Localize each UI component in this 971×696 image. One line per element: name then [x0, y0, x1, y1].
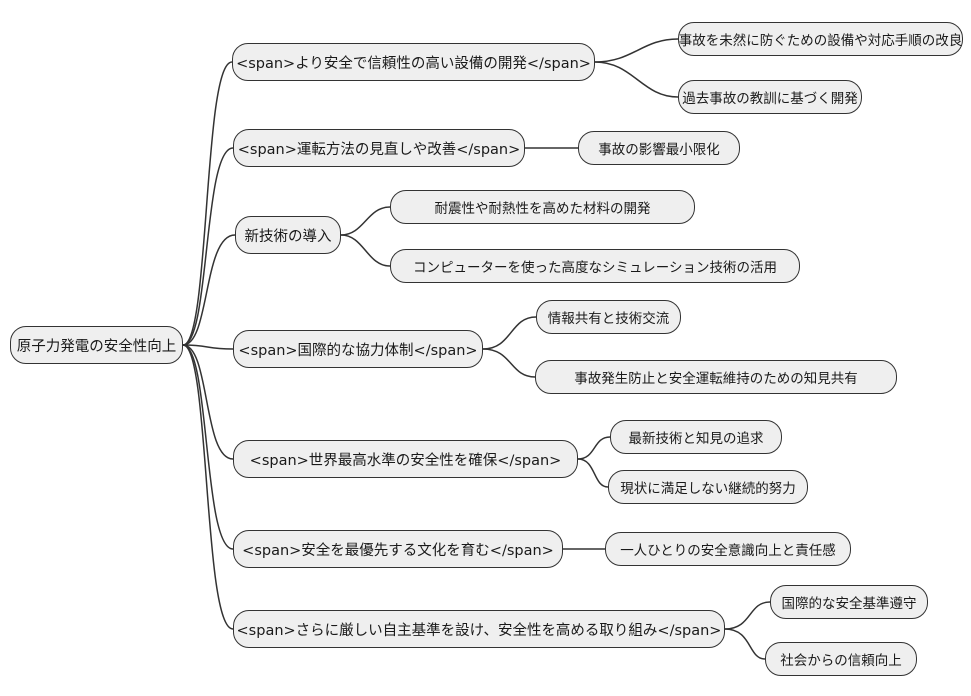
node-strict-voluntary-standards: <span>さらに厳しい自主基準を設け、安全性を高める取り組み</span> [233, 610, 725, 648]
edge-branch5-child2 [577, 458, 609, 488]
node-pursuit-latest-tech: 最新技術と知見の追求 [610, 420, 782, 454]
node-operation-review-improvement: <span>運転方法の見直しや改善</span> [233, 129, 525, 167]
edge-branch4-child1 [482, 316, 537, 350]
edge-branch3-child2 [340, 234, 391, 267]
edge-branch5-child1 [577, 436, 611, 460]
node-new-technology-introduction: 新技術の導入 [235, 216, 341, 254]
edge-root-branch6 [182, 344, 234, 550]
edge-branch1-child2 [594, 61, 679, 98]
edge-branch3-child1 [340, 206, 391, 236]
node-info-sharing-tech-exchange: 情報共有と技術交流 [536, 300, 681, 334]
node-lessons-from-past-accidents: 過去事故の教訓に基づく開発 [678, 80, 862, 114]
edge-root-branch3 [182, 234, 236, 346]
edge-branch7-child1 [724, 601, 771, 630]
node-individual-awareness-responsibility: 一人ひとりの安全意識向上と責任感 [605, 532, 851, 566]
node-safety-first-culture: <span>安全を最優先する文化を育む</span> [233, 530, 563, 568]
node-knowledge-sharing-safe-operation: 事故発生防止と安全運転維持のための知見共有 [535, 360, 897, 394]
node-root-nuclear-safety: 原子力発電の安全性向上 [10, 326, 183, 364]
node-international-cooperation: <span>国際的な協力体制</span> [233, 330, 483, 368]
edge-branch4-child2 [482, 348, 536, 378]
edge-root-branch1 [182, 61, 233, 346]
node-safer-equipment-development: <span>より安全で信頼性の高い設備の開発</span> [232, 43, 595, 81]
edge-branch7-child2 [724, 628, 766, 660]
node-world-class-safety: <span>世界最高水準の安全性を確保</span> [233, 440, 578, 478]
node-computer-simulation: コンピューターを使った高度なシミュレーション技術の活用 [390, 249, 800, 283]
node-public-trust: 社会からの信頼向上 [765, 642, 917, 676]
edge-root-branch7 [182, 344, 234, 630]
node-accident-prevention-improvements: 事故を未然に防ぐための設備や対応手順の改良 [678, 22, 963, 56]
node-minimize-accident-impact: 事故の影響最小限化 [578, 131, 740, 165]
node-continuous-effort: 現状に満足しない継続的努力 [608, 470, 808, 504]
node-international-standards-compliance: 国際的な安全基準遵守 [770, 585, 928, 619]
edge-branch1-child1 [594, 38, 679, 63]
edge-root-branch2 [182, 147, 234, 346]
node-quake-heat-resistant-materials: 耐震性や耐熱性を高めた材料の開発 [390, 190, 695, 224]
edge-root-branch4 [182, 344, 234, 350]
edge-root-branch5 [182, 344, 234, 460]
